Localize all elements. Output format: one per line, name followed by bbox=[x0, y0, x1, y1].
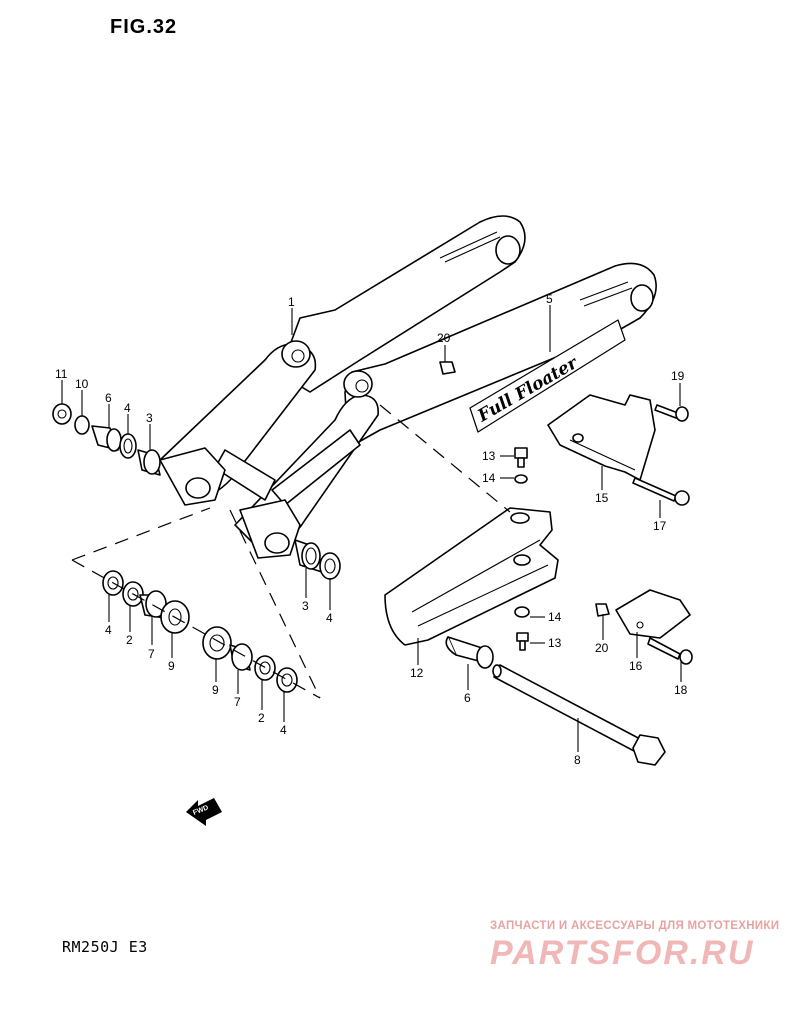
part-label-13-upper: 13 bbox=[482, 449, 496, 463]
part-label-14-lower: 14 bbox=[548, 610, 562, 624]
part-label-6-lower: 6 bbox=[464, 691, 471, 705]
part-label-7-right: 7 bbox=[234, 695, 241, 709]
figure-title: FIG.32 bbox=[110, 16, 178, 38]
cushion-lever bbox=[384, 507, 559, 646]
part-label-10: 10 bbox=[75, 377, 89, 391]
part-label-5: 5 bbox=[546, 292, 553, 306]
part-label-11: 11 bbox=[55, 367, 68, 381]
part-label-17: 17 bbox=[653, 519, 667, 533]
part-label-18: 18 bbox=[674, 683, 688, 697]
swingarm: Full Floater bbox=[159, 215, 657, 559]
part-label-7-left: 7 bbox=[148, 647, 155, 661]
part-label-20-lower: 20 bbox=[595, 641, 609, 655]
part-label-1: 1 bbox=[288, 295, 295, 309]
part-label-4-left: 4 bbox=[105, 623, 112, 637]
part-label-6-upper: 6 bbox=[105, 391, 112, 405]
watermark-tagline: ЗАПЧАСТИ И АКСЕССУАРЫ ДЛЯ МОТОТЕХНИКИ bbox=[490, 920, 780, 932]
part-label-4-bottom: 4 bbox=[280, 723, 287, 737]
fwd-arrow: FWD bbox=[186, 798, 222, 826]
part-label-19: 19 bbox=[671, 369, 685, 383]
part-label-2-left: 2 bbox=[126, 633, 133, 647]
model-code: RM250J E3 bbox=[62, 938, 148, 956]
right-pivot-parts bbox=[294, 539, 341, 580]
pivot-shaft bbox=[492, 664, 666, 766]
part-label-4-right: 4 bbox=[326, 611, 333, 625]
assembly-lines bbox=[71, 404, 511, 699]
part-label-13-lower: 13 bbox=[548, 636, 562, 650]
part-label-3-right: 3 bbox=[302, 599, 309, 613]
part-labels: 1 5 20 11 10 6 4 3 19 13 14 15 17 3 4 14… bbox=[55, 292, 688, 767]
part-label-20-upper: 20 bbox=[437, 331, 451, 345]
part-label-2-right: 2 bbox=[258, 711, 265, 725]
watermark-logo: PARTSFOR.RU bbox=[490, 934, 755, 972]
bushing-lower bbox=[445, 636, 494, 669]
part-label-9-left: 9 bbox=[168, 659, 175, 673]
part-label-4-upper: 4 bbox=[124, 401, 131, 415]
part-label-8: 8 bbox=[574, 753, 581, 767]
leader-lines bbox=[61, 305, 682, 752]
part-label-14-upper: 14 bbox=[482, 471, 496, 485]
part-label-3-upper: 3 bbox=[146, 411, 153, 425]
part-label-9-right: 9 bbox=[212, 683, 219, 697]
part-label-12: 12 bbox=[410, 666, 424, 680]
left-pivot-parts bbox=[52, 403, 161, 476]
seal-stack-left bbox=[102, 570, 190, 634]
fasteners bbox=[439, 361, 693, 665]
part-label-16: 16 bbox=[629, 659, 643, 673]
chain-guide bbox=[547, 394, 691, 639]
part-label-15: 15 bbox=[595, 491, 609, 505]
